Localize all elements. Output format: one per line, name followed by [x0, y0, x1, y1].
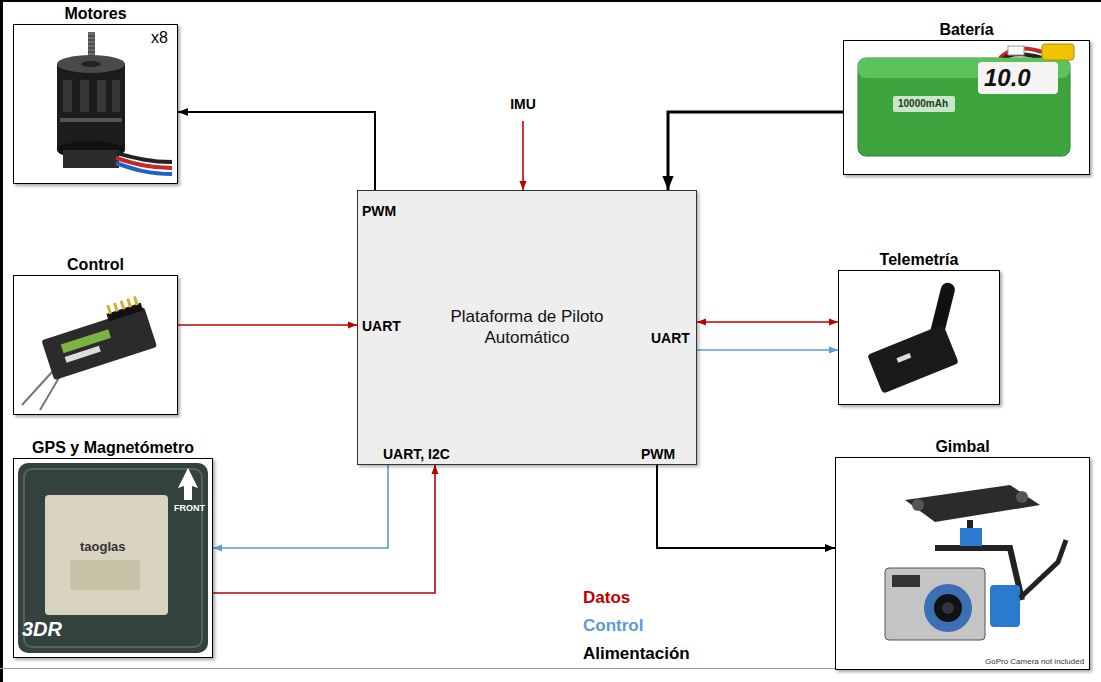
gps-photo: [18, 463, 208, 653]
orientation-mark: FRONT: [174, 503, 205, 513]
page-frame: [0, 668, 835, 669]
receiver-photo: [37, 295, 157, 381]
motor-photo: [60, 118, 122, 122]
telemetry-photo: [867, 281, 959, 394]
motor-photo: [81, 61, 101, 67]
receiver-photo: [22, 295, 157, 410]
page-frame: [0, 0, 1101, 2]
receiver-photo: [108, 296, 137, 313]
node-heading: GPS y Magnetómetro: [32, 439, 194, 457]
gimbal-photo: [990, 585, 1020, 627]
gimbal-photo: [892, 575, 920, 587]
gimbal-photo: [960, 528, 982, 546]
module-brand: 3DR: [22, 618, 62, 641]
motor-photo: [57, 64, 125, 150]
control-connector: [213, 465, 388, 548]
telemetry-photo: [896, 353, 911, 363]
port-name: UART: [651, 330, 690, 346]
node-label: IMU: [510, 96, 536, 113]
quantity-note: x8: [151, 29, 168, 47]
motor-photo: [63, 80, 72, 112]
data-connector: [178, 324, 357, 326]
gps-photo: [18, 463, 208, 653]
gps-photo: [70, 560, 140, 590]
gimbal-photo: [885, 485, 1066, 640]
motor-photo: [57, 55, 125, 73]
receiver-box: Control: [13, 275, 178, 415]
motor-photo: [88, 36, 95, 52]
data-connector: [213, 465, 435, 593]
motor-photo: [112, 80, 120, 112]
node-heading: Motores: [64, 5, 126, 23]
node-heading: Batería: [939, 21, 993, 39]
gimbal-photo: [924, 584, 972, 632]
gps-photo: [45, 495, 168, 615]
gimbal-photo: [934, 594, 962, 622]
telemetry-box: Telemetría: [838, 270, 1000, 405]
legend-swatch: Control: [583, 616, 643, 636]
gimbal-photo: [905, 485, 1040, 522]
node-heading: Control: [67, 256, 124, 274]
legend-text: Datos: [583, 588, 630, 607]
receiver-photo: [40, 376, 60, 410]
receiver-photo: [65, 346, 101, 363]
data-connector: [697, 321, 838, 323]
battery-rating: 10.0: [984, 64, 1031, 92]
port-name: PWM: [641, 446, 675, 462]
gimbal-box: Gimbal: [835, 457, 1090, 670]
gimbal-photo: [1020, 540, 1066, 598]
legend-text: Control: [583, 616, 643, 635]
motor-photo: [116, 153, 172, 162]
legend-text: Alimentación: [583, 644, 690, 663]
motor-box: Motoresx8: [13, 24, 178, 184]
antenna-brand: taoglas: [80, 540, 126, 555]
gimbal-photo: [912, 499, 924, 511]
gimbal-photo: [942, 602, 954, 614]
photo-note: GoPro Camera not included: [985, 657, 1084, 666]
motor-photo: [57, 32, 172, 174]
receiver-photo: [22, 372, 52, 405]
battery-capacity: 10000mAh: [898, 98, 948, 110]
node-label: Plataforma de Piloto Automático: [422, 307, 632, 348]
gimbal-photo: [1016, 491, 1028, 503]
port-name: UART, I2C: [383, 446, 450, 462]
receiver-photo: [41, 307, 157, 380]
sensor-node: IMU: [502, 88, 544, 121]
autopilot-box: Plataforma de Piloto Automático: [357, 190, 697, 465]
data-connector: [522, 121, 524, 190]
gimbal-photo: [885, 568, 985, 640]
page-frame: [0, 0, 3, 682]
motor-photo: [97, 80, 106, 112]
power-connector: [668, 112, 843, 190]
battery-photo: [858, 44, 1074, 156]
battery-photo: [1008, 46, 1024, 55]
battery-photo: [858, 58, 1070, 156]
legend-swatch: Datos: [583, 588, 630, 608]
battery-photo: [1042, 44, 1074, 60]
gps-photo: [178, 468, 198, 500]
motor-photo: [80, 80, 89, 112]
battery-photo: [893, 96, 955, 112]
motor-photo: [63, 150, 119, 168]
telemetry-photo: [867, 324, 959, 394]
battery-photo: [978, 62, 1058, 94]
power-connector: [178, 112, 375, 190]
connectors: [178, 112, 843, 593]
port-name: UART: [362, 318, 401, 334]
battery-box: Batería: [843, 40, 1090, 175]
node-heading: Gimbal: [935, 438, 989, 456]
legend-swatch: Alimentación: [583, 644, 690, 664]
port-name: PWM: [362, 203, 396, 219]
receiver-photo: [106, 303, 143, 322]
motor-photo: [116, 163, 172, 174]
control-connector: [697, 349, 838, 351]
power-connector: [657, 465, 835, 548]
node-heading: Telemetría: [880, 251, 959, 269]
receiver-photo: [61, 329, 111, 353]
